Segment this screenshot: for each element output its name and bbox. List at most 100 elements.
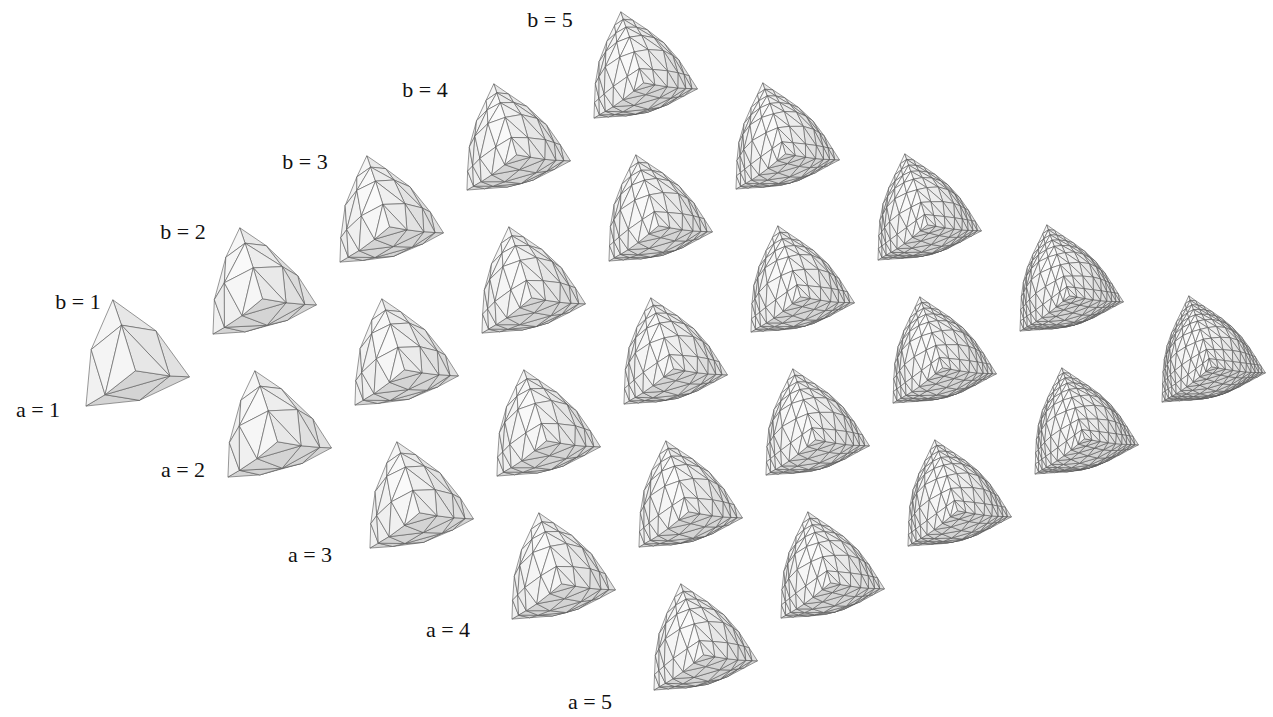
subdivided-tetrahedron bbox=[624, 298, 727, 404]
mesh-triangle bbox=[542, 522, 559, 532]
mesh-triangle bbox=[371, 167, 394, 181]
mesh-triangle bbox=[437, 351, 450, 376]
mesh-triangle bbox=[780, 232, 791, 239]
mesh-triangle bbox=[636, 155, 648, 163]
mesh-triangle bbox=[619, 229, 628, 249]
mesh-triangle bbox=[527, 379, 544, 389]
mesh-triangle bbox=[420, 347, 439, 375]
mesh-triangle bbox=[736, 173, 740, 187]
subdivided-tetrahedron bbox=[736, 83, 839, 189]
mesh-triangle bbox=[405, 490, 420, 525]
mesh-triangle bbox=[820, 287, 831, 302]
subdivided-tetrahedron bbox=[228, 371, 331, 477]
mesh-triangle bbox=[535, 423, 547, 450]
mesh-triangle bbox=[954, 203, 963, 219]
subdivided-tetrahedron bbox=[751, 226, 854, 332]
mesh-triangle bbox=[962, 219, 968, 230]
mesh-triangle bbox=[905, 154, 914, 160]
mesh-triangle bbox=[816, 145, 824, 159]
mesh-triangle bbox=[422, 208, 435, 233]
mesh-triangle bbox=[775, 450, 782, 466]
subdivided-tetrahedron bbox=[639, 441, 742, 547]
mesh-triangle bbox=[697, 357, 708, 374]
mesh-triangle bbox=[1107, 292, 1112, 302]
mesh-triangle bbox=[682, 214, 693, 231]
mesh-triangle bbox=[907, 159, 916, 165]
mesh-triangle bbox=[528, 138, 545, 160]
mesh-triangle bbox=[805, 144, 816, 159]
subdivided-tetrahedron bbox=[878, 154, 981, 260]
mesh-triangle bbox=[550, 566, 562, 593]
mesh-triangle bbox=[590, 569, 601, 590]
mesh-triangle bbox=[954, 203, 963, 219]
mesh-triangle bbox=[437, 351, 450, 376]
mesh-triangle bbox=[924, 308, 934, 314]
mesh-triangle bbox=[560, 283, 571, 304]
mesh-triangle bbox=[693, 216, 701, 232]
mesh-triangle bbox=[242, 268, 262, 316]
mesh-triangle bbox=[970, 361, 978, 373]
mesh-triangle bbox=[653, 305, 666, 313]
mesh-triangle bbox=[723, 502, 731, 518]
mesh-triangle bbox=[649, 515, 658, 535]
mesh-triangle bbox=[977, 362, 983, 373]
mesh-triangle bbox=[229, 426, 239, 471]
mesh-triangle bbox=[805, 144, 815, 159]
mesh-triangle bbox=[573, 567, 590, 589]
mesh-triangle bbox=[793, 369, 803, 376]
mesh-triangle bbox=[909, 165, 919, 171]
subdivided-tetrahedron bbox=[213, 228, 316, 334]
mesh-triangle bbox=[595, 99, 600, 115]
mesh-triangle bbox=[595, 77, 599, 99]
mesh-triangle bbox=[1093, 277, 1101, 291]
mesh-triangle bbox=[452, 494, 465, 519]
mesh-triangle bbox=[958, 345, 970, 361]
mesh-triangle bbox=[481, 182, 505, 187]
mesh-triangle bbox=[679, 498, 689, 520]
mesh-triangle bbox=[878, 246, 882, 258]
mesh-triangle bbox=[651, 298, 663, 306]
mesh-triangle bbox=[545, 140, 556, 161]
mesh-triangle bbox=[820, 287, 830, 302]
mesh-triangle bbox=[955, 218, 963, 230]
mesh-triangle bbox=[604, 86, 613, 106]
mesh-triangle bbox=[390, 347, 405, 382]
mesh-triangle bbox=[712, 500, 723, 517]
mesh-triangle bbox=[610, 220, 614, 242]
mesh-triangle bbox=[944, 217, 954, 230]
mesh-triangle bbox=[543, 281, 560, 303]
mesh-triangle bbox=[745, 164, 752, 180]
mesh-triangle bbox=[1084, 289, 1093, 300]
subdivided-tetrahedron bbox=[609, 155, 712, 261]
mesh-triangle bbox=[560, 283, 571, 304]
mesh-triangle bbox=[625, 385, 630, 401]
mesh-triangle bbox=[375, 204, 390, 239]
mesh-triangle bbox=[1093, 290, 1101, 301]
mesh-triangle bbox=[831, 288, 838, 302]
mesh-triangle bbox=[558, 424, 575, 446]
mesh-triangle bbox=[708, 359, 716, 375]
mesh-triangle bbox=[610, 242, 615, 258]
mesh-triangle bbox=[1036, 304, 1043, 317]
mesh-triangle bbox=[954, 218, 962, 230]
mesh-triangle bbox=[778, 226, 788, 233]
mesh-triangle bbox=[420, 347, 439, 375]
mesh-triangle bbox=[664, 355, 674, 377]
mesh-triangle bbox=[638, 162, 651, 170]
mesh-triangle bbox=[545, 140, 556, 161]
mesh-triangle bbox=[528, 138, 545, 160]
mesh-triangle bbox=[1050, 235, 1059, 240]
mesh-triangle bbox=[760, 307, 767, 323]
mesh-triangle bbox=[105, 325, 135, 395]
mesh-triangle bbox=[905, 377, 912, 391]
mesh-triangle bbox=[944, 217, 954, 230]
mesh-triangle bbox=[766, 459, 770, 473]
mesh-triangle bbox=[452, 494, 465, 519]
mesh-triangle bbox=[969, 361, 977, 373]
mesh-triangle bbox=[920, 297, 929, 303]
mesh-triangle bbox=[853, 433, 859, 446]
mesh-triangle bbox=[1036, 321, 1048, 324]
mesh-triangle bbox=[777, 142, 785, 161]
mesh-triangle bbox=[590, 569, 601, 590]
subdivided-tetrahedron bbox=[594, 12, 697, 118]
